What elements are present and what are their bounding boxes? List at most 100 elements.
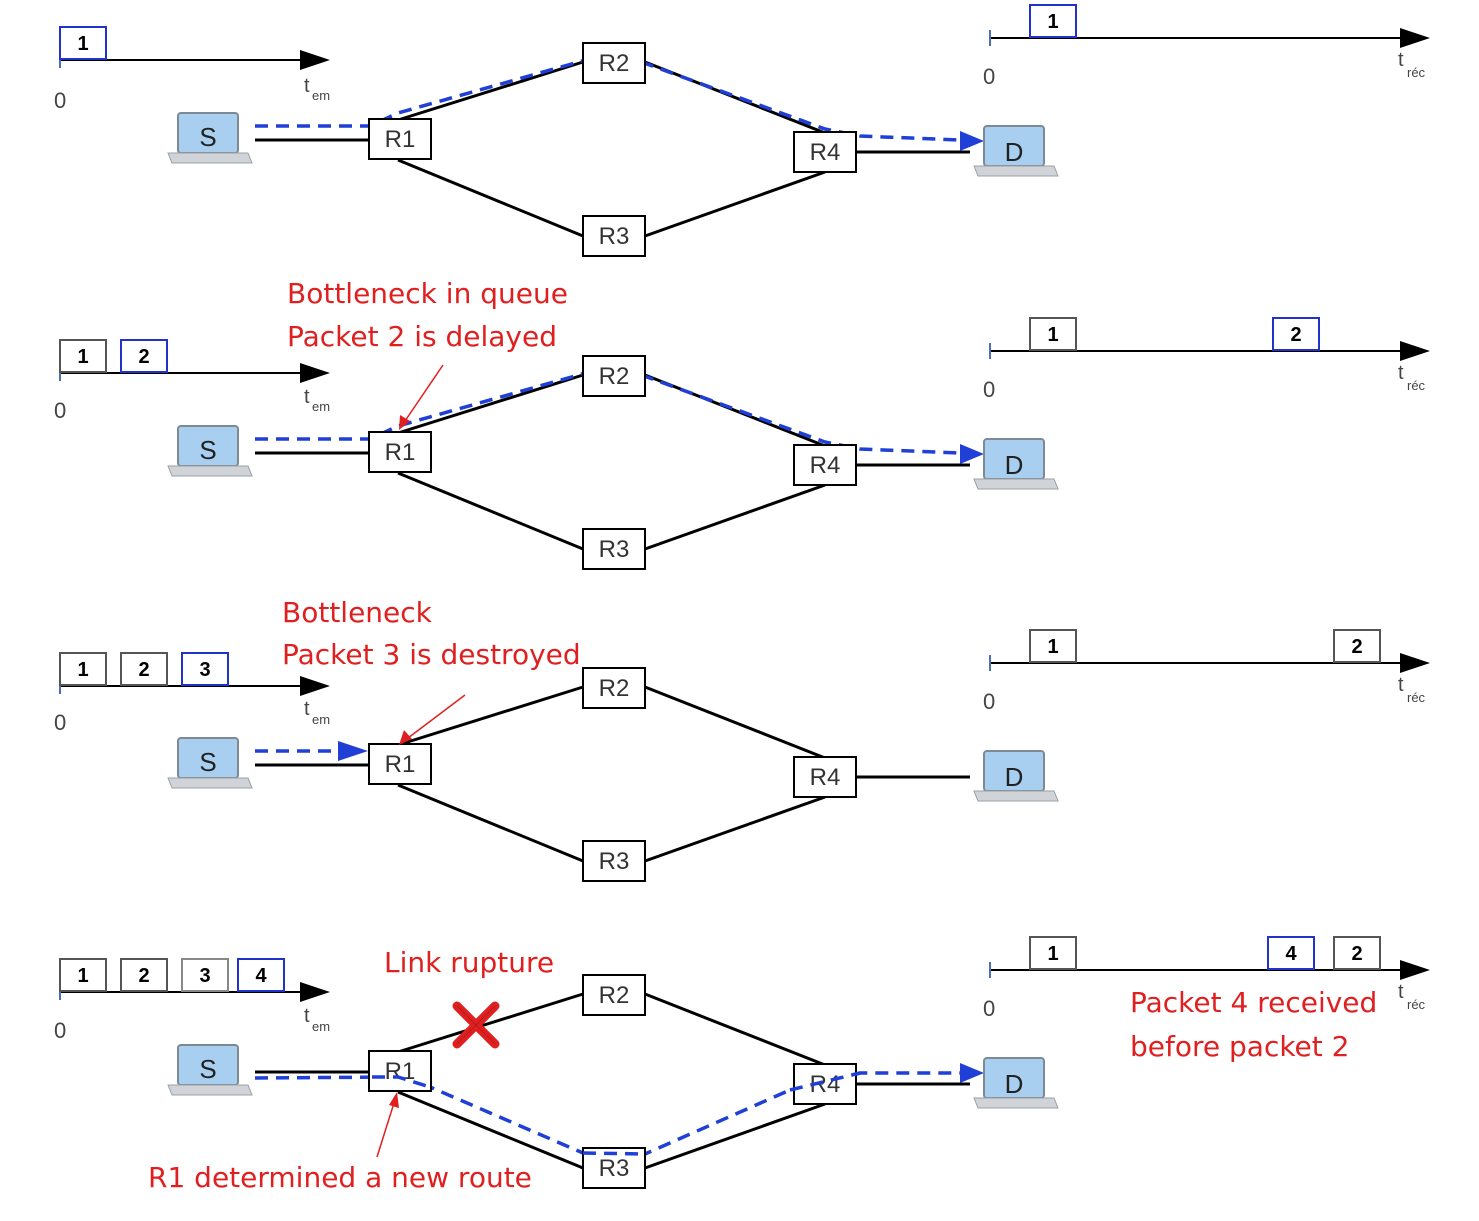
emitted-packet-box — [120, 652, 168, 686]
route-note: R1 determined a new route — [148, 1161, 532, 1194]
reception-axis: 0 t réc 1 2 — [983, 629, 1430, 714]
svg-text:R1: R1 — [385, 126, 416, 153]
received-packet-label: 1 — [1047, 943, 1058, 965]
network-links — [255, 992, 970, 1170]
emission-origin-label: 0 — [54, 1018, 66, 1043]
received-packet-box — [1029, 317, 1077, 351]
svg-text:R2: R2 — [599, 982, 630, 1009]
emission-axis: 0 t em 1 2 3 4 — [54, 958, 330, 1043]
emitted-packet-box — [120, 339, 168, 373]
received-packet-box — [1029, 936, 1077, 970]
packet-route-overlay — [372, 1075, 431, 1089]
network-links — [255, 60, 970, 238]
emission-origin-label: 0 — [54, 710, 66, 735]
received-packet-box — [1029, 4, 1077, 38]
route-arrowhead — [960, 1063, 984, 1083]
annotation-line-2: Packet 2 is delayed — [287, 320, 557, 353]
emission-origin-label: 0 — [54, 398, 66, 423]
rupture-annotation: Link rupture — [384, 946, 554, 979]
destination-laptop-icon: D — [973, 125, 1059, 177]
emitted-packet-label: 2 — [138, 346, 149, 368]
source-laptop-icon: S — [167, 737, 253, 789]
emitted-packet-box — [59, 26, 107, 60]
router-r4: R4 — [793, 1063, 857, 1105]
source-label: S — [199, 122, 216, 152]
destroyed-annotation: Bottleneck Packet 3 is destroyed — [282, 596, 581, 745]
destination-laptop-icon: D — [973, 1057, 1059, 1109]
emission-time-label: t — [304, 75, 310, 97]
destination-laptop-icon: D — [973, 438, 1059, 490]
scenario-4: 0 t em 1 2 3 4 0 t réc 1 4 2 — [54, 936, 1430, 1194]
source-label: S — [199, 1054, 216, 1084]
emitted-packet-label: 1 — [77, 346, 88, 368]
svg-text:R3: R3 — [599, 1155, 630, 1182]
router-r2: R2 — [582, 667, 646, 709]
svg-text:R3: R3 — [599, 223, 630, 250]
scenario-1: 0 t em 1 0 t réc 1 R1 — [54, 4, 1430, 257]
scenario-2: 0 t em 1 2 0 t réc 1 2 — [54, 277, 1430, 570]
destination-label: D — [1005, 1069, 1024, 1099]
reception-note-line-1: Packet 4 received — [1130, 986, 1377, 1019]
reception-time-sub: réc — [1407, 65, 1426, 80]
emission-time-label: t — [304, 386, 310, 408]
emission-time-sub: em — [312, 712, 330, 727]
svg-text:R1: R1 — [385, 1058, 416, 1085]
router-r1: R1 — [368, 1050, 432, 1092]
emission-axis: 0 t em 1 2 — [54, 339, 330, 423]
received-packet-box — [1333, 936, 1381, 970]
emission-axis: 0 t em 1 2 3 — [54, 652, 330, 735]
svg-text:R2: R2 — [599, 50, 630, 77]
emitted-packet-box — [59, 958, 107, 992]
emission-time-sub: em — [312, 1019, 330, 1034]
link-rupture-cross-outline — [456, 1005, 496, 1045]
emission-time-label: t — [304, 698, 310, 720]
received-packet-label: 2 — [1290, 324, 1301, 346]
emitted-packet-box — [120, 958, 168, 992]
reception-time-label: t — [1398, 362, 1404, 384]
source-label: S — [199, 747, 216, 777]
svg-text:R1: R1 — [385, 439, 416, 466]
svg-text:R2: R2 — [599, 675, 630, 702]
emitted-packet-label: 3 — [199, 965, 210, 987]
svg-text:R4: R4 — [810, 764, 841, 791]
router-r2: R2 — [582, 355, 646, 397]
emitted-packet-label: 3 — [199, 659, 210, 681]
router-r3: R3 — [582, 528, 646, 570]
destination-label: D — [1005, 762, 1024, 792]
emitted-packet-box — [237, 958, 285, 992]
reception-time-label: t — [1398, 981, 1404, 1003]
annotation-line-1: Bottleneck — [282, 596, 433, 629]
reception-axis: 0 t réc 1 4 2 — [983, 936, 1430, 1021]
emission-axis: 0 t em 1 — [54, 26, 330, 113]
router-r1: R1 — [368, 118, 432, 160]
router-r1: R1 — [368, 743, 432, 785]
router-r4: R4 — [793, 131, 857, 173]
reception-axis: 0 t réc 1 — [983, 4, 1430, 89]
received-packet-box — [1272, 317, 1320, 351]
reception-time-sub: réc — [1407, 997, 1426, 1012]
router-r3: R3 — [582, 215, 646, 257]
route-arrowhead — [960, 131, 984, 151]
network-links — [255, 373, 970, 551]
emitted-packet-box — [181, 958, 229, 992]
destination-laptop-icon: D — [973, 750, 1059, 802]
network-links — [255, 685, 970, 863]
received-packet-box — [1267, 936, 1315, 970]
source-laptop-icon: S — [167, 112, 253, 164]
packet-route-overlay — [582, 1151, 646, 1156]
emitted-packet-label: 1 — [77, 965, 88, 987]
emission-time-sub: em — [312, 399, 330, 414]
reception-origin-label: 0 — [983, 689, 995, 714]
emission-time-label: t — [304, 1005, 310, 1027]
destination-label: D — [1005, 137, 1024, 167]
received-packet-label: 4 — [1285, 943, 1297, 965]
emitted-packet-label: 1 — [77, 659, 88, 681]
router-r3: R3 — [582, 840, 646, 882]
link-rupture-cross-icon — [452, 1001, 500, 1049]
reception-origin-label: 0 — [983, 996, 995, 1021]
svg-text:R4: R4 — [810, 139, 841, 166]
annotation-line-1: Bottleneck in queue — [287, 277, 568, 310]
received-packet-label: 1 — [1047, 636, 1058, 658]
route-arrowhead — [960, 444, 984, 464]
